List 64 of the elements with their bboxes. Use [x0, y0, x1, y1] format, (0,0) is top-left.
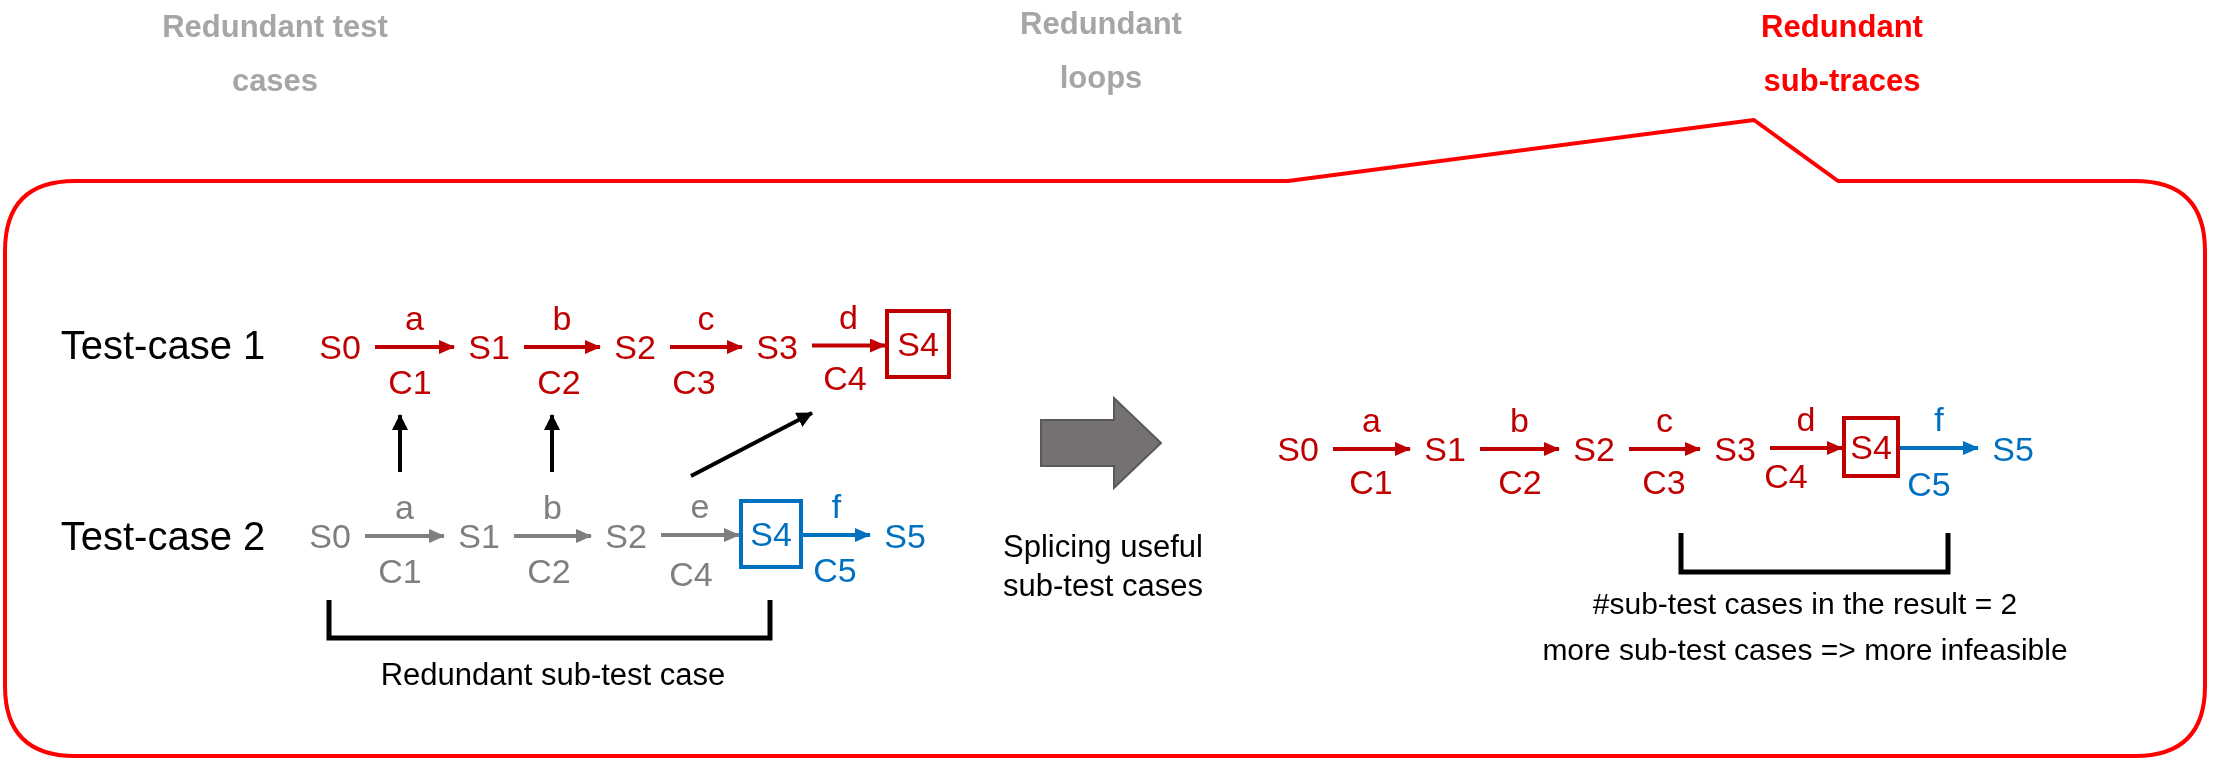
state-label: S1	[1410, 427, 1480, 471]
state-box: S4	[739, 499, 803, 569]
edge-label: c	[1656, 403, 1673, 437]
condition-label: C1	[377, 551, 423, 592]
state-label: S2	[600, 325, 670, 369]
state-label: S0	[305, 325, 375, 369]
condition-label: C1	[387, 362, 433, 403]
heading-text: Redundant test cases	[160, 0, 390, 108]
heading-text: Redundant sub-traces	[1727, 0, 1957, 108]
row-label: Test-case 1	[59, 322, 267, 369]
state-box: S4	[1842, 416, 1900, 478]
state-label: S0	[1263, 427, 1333, 471]
transition-arrow	[803, 528, 871, 542]
transition-arrow	[365, 529, 445, 543]
note-text: more sub-test cases => more infeasible	[1541, 632, 2069, 668]
edge-label: e	[690, 489, 710, 523]
condition-label: C4	[668, 554, 714, 595]
condition-label: C3	[1641, 462, 1687, 503]
state-label: S5	[870, 514, 940, 558]
condition-label: C1	[1348, 462, 1394, 503]
state-label: S5	[1978, 427, 2048, 471]
transition-arrow	[1770, 441, 1843, 455]
condition-label: C2	[526, 551, 572, 592]
edge-label: b	[1510, 403, 1529, 437]
condition-label: C2	[1497, 462, 1543, 503]
state-label: S2	[1559, 427, 1629, 471]
condition-label: C5	[812, 550, 858, 591]
transition-arrow	[1900, 441, 1979, 455]
callout-bubble	[3, 116, 2207, 758]
transition-arrow	[812, 338, 886, 353]
state-box: S4	[885, 309, 951, 379]
caption-text: Redundant sub-test case	[379, 655, 727, 694]
condition-label: C4	[1763, 456, 1809, 497]
condition-label: C2	[536, 362, 582, 403]
transition-arrow	[524, 340, 601, 354]
edge-label: a	[1362, 403, 1381, 437]
condition-label: C3	[671, 362, 717, 403]
state-label: S1	[454, 325, 524, 369]
condition-label: C4	[822, 358, 868, 399]
edge-label: d	[1796, 402, 1816, 436]
state-label: S0	[295, 514, 365, 558]
edge-label: b	[543, 490, 562, 524]
transition-arrow	[375, 340, 455, 354]
state-label: S3	[742, 325, 812, 369]
condition-label: C5	[1906, 464, 1952, 505]
transition-arrow	[1629, 442, 1701, 456]
edge-label: b	[552, 301, 572, 335]
note-text: #sub-test cases in the result = 2	[1591, 586, 2019, 622]
transition-arrow	[514, 529, 592, 543]
row-label: Test-case 2	[59, 513, 267, 560]
heading-text: Redundant loops	[986, 0, 1216, 105]
transition-arrow	[1480, 442, 1560, 456]
edge-label: d	[839, 299, 858, 334]
edge-label: c	[697, 301, 715, 335]
caption-text: Splicing useful sub-test cases	[1002, 528, 1204, 605]
state-label: S1	[444, 514, 514, 558]
edge-label: a	[395, 490, 414, 524]
transition-arrow	[670, 340, 743, 354]
transition-arrow	[661, 528, 740, 542]
edge-label: f	[831, 489, 842, 523]
state-label: S2	[591, 514, 661, 558]
edge-label: a	[405, 301, 424, 335]
transition-arrow	[1333, 442, 1411, 456]
edge-label: f	[1934, 402, 1944, 436]
